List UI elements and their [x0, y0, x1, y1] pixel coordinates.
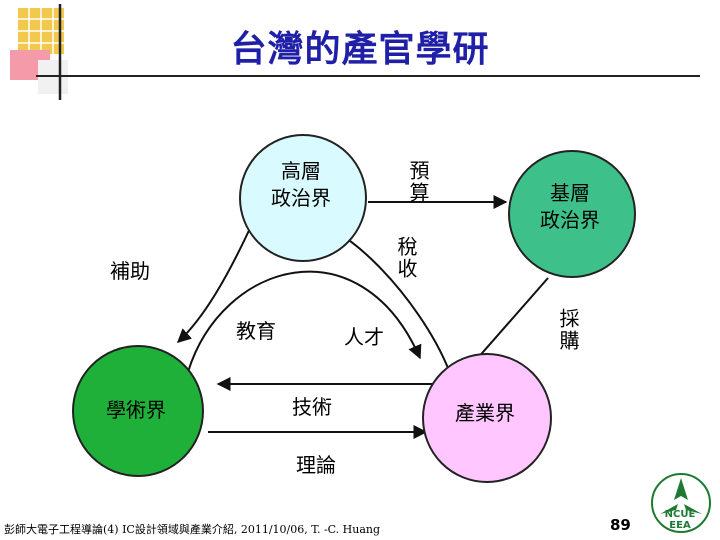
page-number: 89	[610, 516, 631, 534]
edge-label-theory: 理論	[296, 452, 336, 479]
footer-citation: 彭師大電子工程導論(4) IC設計領域與產業介紹, 2011/10/06, T.…	[4, 521, 380, 537]
edge-label-education: 教育	[236, 318, 276, 345]
edge-label-talent: 人才	[344, 324, 384, 351]
logo-line2: EEA	[660, 521, 700, 532]
node-academia-label: 學術界	[72, 397, 200, 424]
logo-text: NCUE EEA	[660, 510, 700, 531]
edge-label-technology: 技術	[292, 394, 332, 421]
edge-label-budget: 預算	[408, 160, 428, 204]
edge-label-procurement: 採購	[558, 308, 578, 352]
edge-label-tax: 稅收	[396, 236, 416, 280]
node-high-politics-label: 高層 政治界	[239, 158, 363, 212]
node-industry-label: 產業界	[422, 400, 548, 427]
logo-line1: NCUE	[660, 510, 700, 521]
edge-label-subsidy: 補助	[110, 258, 150, 285]
arrow-talent	[188, 272, 420, 372]
node-local-politics-label: 基層 政治界	[508, 180, 632, 234]
